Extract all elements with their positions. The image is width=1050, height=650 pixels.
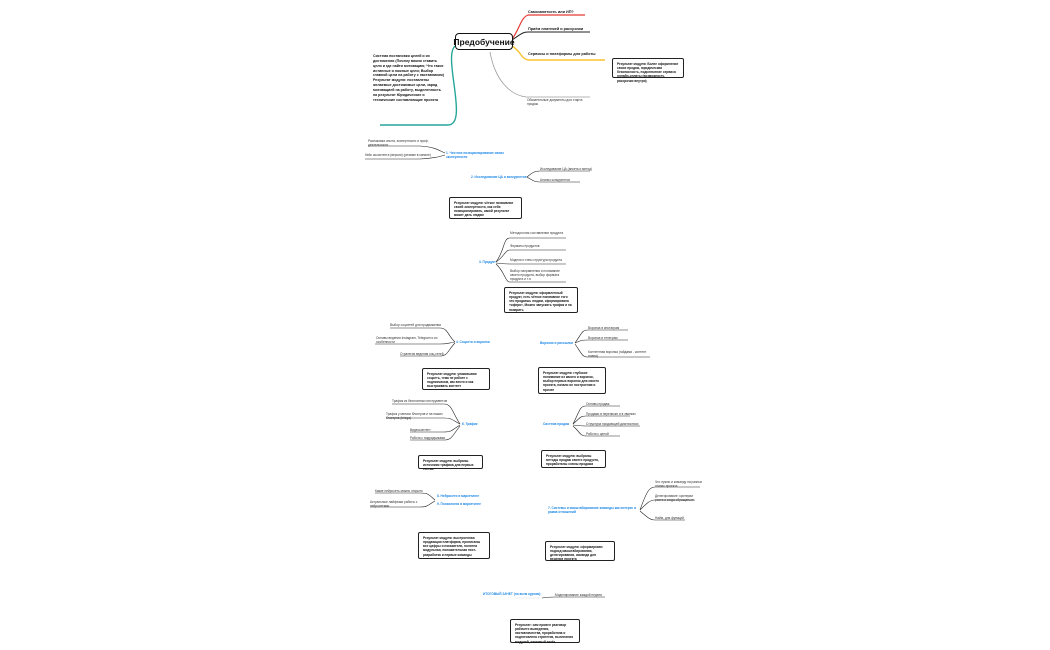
module-3-leaf-2[interactable]: Форматы продуктов xyxy=(510,244,540,248)
module-9-result: Результат модуля: сформирован подход мас… xyxy=(545,541,615,561)
module-2-result: Результат модуля: чёткое понимание своей… xyxy=(449,197,522,219)
branch-line-gray xyxy=(489,51,590,98)
module-7-title[interactable]: Система продаж xyxy=(543,422,570,426)
module-6-leaf-4[interactable]: Работа с подрядчиками xyxy=(410,436,446,440)
branch-payments[interactable]: Приём платежей и рассрочки xyxy=(528,27,584,31)
module-8-subtitle[interactable]: 9. Психология в маркетинге xyxy=(437,502,481,506)
module-7-leaf-1[interactable]: Основы продаж xyxy=(586,402,610,406)
module-8-title[interactable]: 8. Нейросети в маркетинге xyxy=(437,494,480,498)
module-5-title[interactable]: Воронки и рассылки xyxy=(540,341,573,345)
branch-services[interactable]: Сервисы и платформы для работы xyxy=(528,52,596,56)
module-7-leaf-3[interactable]: Структура продающей диагностики xyxy=(586,422,639,426)
module-2-leaf-1[interactable]: Исследование ЦА (анкета и метод) xyxy=(540,167,593,171)
module-7-result: Результат модуля: выбраны методы продаж … xyxy=(541,450,606,468)
goal-system-note: Система постановки целей и их достижения… xyxy=(373,54,444,102)
root-node[interactable]: Предобучение xyxy=(453,33,515,50)
final-exam-leaf-1[interactable]: Моделирование каждой недели xyxy=(555,593,603,597)
module-2-leaf-2[interactable]: Анализ конкурентов xyxy=(540,178,570,182)
module-9-leaf-3[interactable]: Найм, для функций xyxy=(655,516,684,520)
branch-line-green xyxy=(380,44,458,126)
module-4-leaf-3[interactable]: Стратегия ведения соц.сетей xyxy=(400,352,444,356)
module-3-title[interactable]: 3. Продукт xyxy=(479,260,496,264)
module-7-leaf-2[interactable]: Продажи в переписке и в звонках xyxy=(586,412,636,416)
module-5-leaf-3[interactable]: Контентная воронка (гайдами - контент пл… xyxy=(588,350,647,358)
module-2-title[interactable]: 2. Исследование ЦА и конкурентов xyxy=(471,175,527,179)
module-8-result: Результат модуля: выстроенная продающая … xyxy=(418,532,490,559)
module-3-leaf-4[interactable]: Выбор направления и понимание своего про… xyxy=(510,269,560,281)
module-6-title[interactable]: 6. Трафик xyxy=(462,422,478,426)
module-3-leaf-1[interactable]: Методология составления продукта xyxy=(510,231,564,235)
module-8-leaf-1[interactable]: Какие нейросеть можно открыть xyxy=(375,489,423,493)
branch-documents[interactable]: Обязательные документы для старта продаж xyxy=(527,98,583,106)
module-4-title[interactable]: 4. Соцсети и воронки xyxy=(456,340,490,344)
module-1-title[interactable]: 1. Честное позиционирование своих экспер… xyxy=(446,151,504,159)
module-4-leaf-2[interactable]: Основы ведения Instagram, Telegram и их … xyxy=(376,336,438,344)
module-8-leaf-2[interactable]: Актуальные лайфхаки работы с нейросетями xyxy=(370,500,418,508)
module-4-result: Результат модуля: упаковывая соцсеть, те… xyxy=(422,368,490,390)
final-exam-result: Результат: сам провел разговор рабочего … xyxy=(510,619,580,644)
module-4-leaf-1[interactable]: Выбор соцсетей для продвижения xyxy=(390,323,442,327)
module-9-leaf-1[interactable]: Что нужно и команду на разных этапах про… xyxy=(655,480,703,488)
module-5-result: Результат модуля: глубокое понимание из … xyxy=(538,367,606,394)
module-6-leaf-2[interactable]: Трафик у мелких блогеров и на наших блог… xyxy=(386,412,443,420)
final-exam-title[interactable]: ИТОГОВЫЙ ЗАЧЕТ (по всем курсам) xyxy=(483,592,541,596)
module-1-leaf-1[interactable]: Распаковка опыта, экспертности и проф. д… xyxy=(368,139,429,147)
module-5-leaf-1[interactable]: Воронка в инстаграм xyxy=(588,326,620,330)
branch-line-dark xyxy=(511,31,590,41)
module-3-result: Результат модуля: оформленный продукт, е… xyxy=(504,287,578,313)
module-3-leaf-3[interactable]: Модели и типы структура продукта xyxy=(510,258,562,262)
module-7-leaf-4[interactable]: Работа с ценой xyxy=(586,432,609,436)
module-5-leaf-2[interactable]: Воронка в телеграм xyxy=(588,336,618,340)
module-9-title[interactable]: 7. Системы и масштабирование команды как… xyxy=(548,506,637,514)
result-services-box: Результат модуля: Более оформление своих… xyxy=(612,58,684,83)
module-6-result: Результат модуля: выбраны источники траф… xyxy=(418,455,483,471)
module-6-leaf-1[interactable]: Трафик из бесплатных инструментов xyxy=(392,399,448,403)
branch-line-yellow xyxy=(511,45,605,61)
module-6-leaf-3[interactable]: Видеоконтент xyxy=(410,428,431,432)
module-9-leaf-2[interactable]: Делегирование: критерии роста и когда об… xyxy=(655,494,694,502)
branch-self-employed[interactable]: Самозанятость или ИП? xyxy=(528,10,574,14)
module-1-leaf-2[interactable]: Кейс ассистента (версия) (резюме в канал… xyxy=(365,153,431,157)
